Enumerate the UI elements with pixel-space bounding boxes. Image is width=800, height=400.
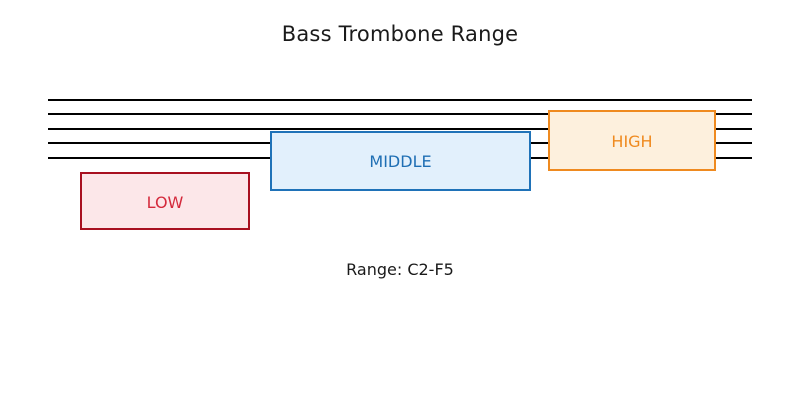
range-label-high: HIGH	[611, 132, 653, 151]
staff-line-3	[48, 128, 752, 130]
range-label-middle: MIDDLE	[369, 152, 432, 171]
staff-line-1	[48, 99, 752, 101]
range-box-low	[80, 172, 250, 230]
range-box-high	[548, 110, 716, 171]
range-label-low: LOW	[146, 193, 184, 212]
page-title: Bass Trombone Range	[281, 22, 519, 46]
range-box-middle	[270, 131, 531, 191]
range-caption: Range: C2-F5	[346, 260, 454, 279]
staff-line-2	[48, 113, 752, 115]
